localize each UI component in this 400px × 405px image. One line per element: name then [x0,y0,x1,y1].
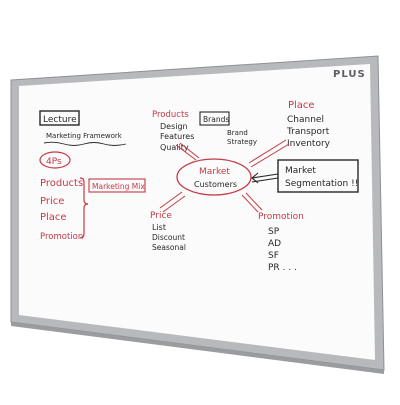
promotion-item-1: SP [268,227,280,237]
promotion-item-2: AD [268,239,281,249]
brands-item-2: Strategy [227,138,257,146]
price-item-3: Seasonal [152,243,186,252]
framework-underline [43,141,127,146]
brands-item-1: Brand [227,129,248,137]
marketing-mix-box [88,178,146,193]
lecture-label: Lecture [43,115,77,125]
products-heading: Products [152,110,189,120]
customers-label: Customers [194,180,237,189]
price-heading: Price [150,211,172,221]
place-item-1: Channel [287,115,324,125]
brands-box [199,111,230,126]
brand-logo: PLUS [333,69,366,80]
segmentation-line-1: Market [285,166,316,176]
price-item-1: List [152,223,166,232]
left-price: Price [40,196,64,207]
frame-bottom-shade [11,322,384,374]
board-surface [19,64,375,360]
promotion-item-4: PR . . . [268,263,297,273]
products-item-3: Quality [160,143,189,152]
left-place: Place [40,212,67,223]
price-item-2: Discount [152,233,185,242]
market-label: Market [199,167,230,177]
four-ps-circle [39,151,71,169]
arrows-into-market [159,139,290,213]
four-ps-label: 4Ps [46,157,62,167]
segmentation-line-2: Segmentation !! [285,179,358,189]
left-products: Products [40,178,83,189]
brands-heading: Brands [203,115,229,124]
place-item-3: Inventory [287,139,331,149]
promotion-item-3: SF [268,251,279,261]
left-promotion: Promotion [40,232,83,242]
products-item-2: Features [160,132,194,141]
segmentation-arrow [251,172,279,184]
marketing-framework-label: Marketing Framework [46,132,123,140]
place-item-2: Transport [286,127,330,137]
segmentation-box [277,159,359,193]
marketing-mix-label: Marketing Mix [92,182,145,191]
promotion-heading: Promotion [258,212,304,222]
market-ellipse [176,158,252,196]
place-heading: Place [288,100,315,111]
lecture-box [39,110,80,126]
mix-bracket [79,177,89,239]
products-item-1: Design [160,122,188,131]
